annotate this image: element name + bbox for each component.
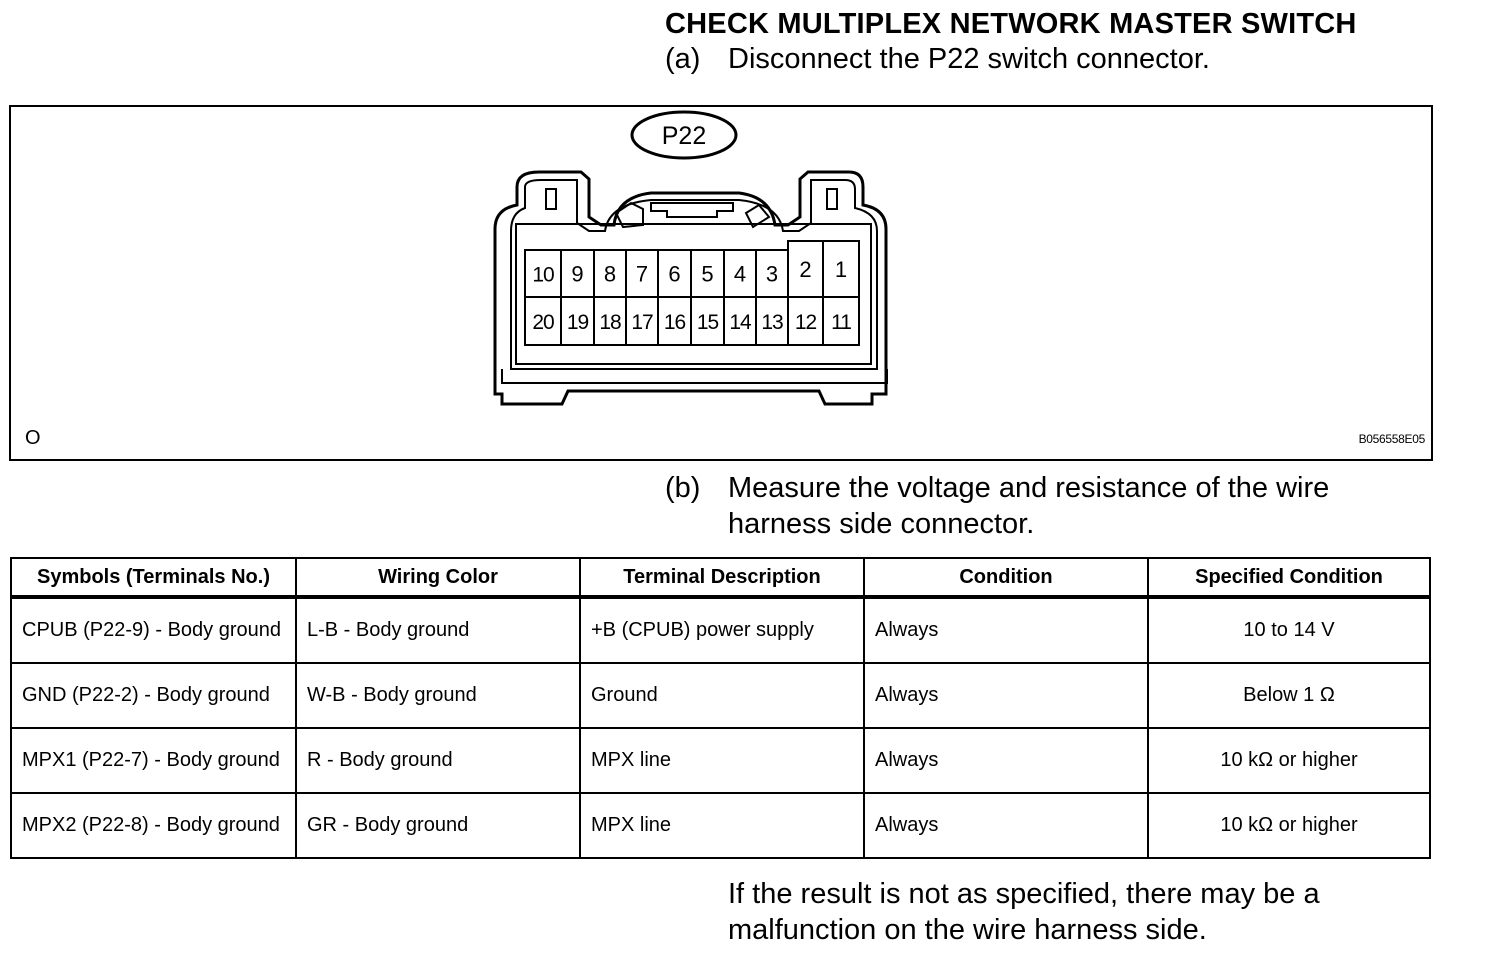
terminal-top-number: 1 bbox=[835, 257, 847, 282]
header-condition: Condition bbox=[863, 557, 1149, 599]
connector-label-ellipse bbox=[630, 110, 738, 160]
header-wiring-color: Wiring Color bbox=[295, 557, 581, 599]
terminal-bottom-cell bbox=[822, 296, 860, 346]
table-header-row: Symbols (Terminals No.) Wiring Color Ter… bbox=[10, 557, 1431, 599]
result-note-line1: If the result is not as specified, there… bbox=[728, 878, 1320, 910]
cell-description: Ground bbox=[579, 662, 865, 729]
terminal-top-number: 7 bbox=[636, 262, 648, 287]
table-row: GND (P22-2) - Body ground W-B - Body gro… bbox=[10, 662, 1431, 729]
step-a-text: Disconnect the P22 switch connector. bbox=[728, 43, 1210, 75]
terminal-bottom-number: 14 bbox=[729, 311, 752, 334]
terminal-bottom-number: 13 bbox=[761, 311, 783, 334]
connector-label: P22 bbox=[662, 122, 706, 150]
result-note-line2: malfunction on the wire harness side. bbox=[728, 914, 1207, 946]
terminal-top-number: 10 bbox=[532, 264, 554, 287]
cell-symbol: CPUB (P22-9) - Body ground bbox=[10, 596, 297, 664]
connector-foot bbox=[501, 369, 888, 384]
terminal-bottom-number: 20 bbox=[532, 311, 554, 334]
cell-symbol: MPX1 (P22-7) - Body ground bbox=[10, 727, 297, 794]
step-a-label: (a) bbox=[665, 43, 701, 75]
cell-wiring-color: W-B - Body ground bbox=[295, 662, 581, 729]
terminal-bottom-number: 15 bbox=[697, 311, 719, 334]
terminal-top-number: 4 bbox=[734, 262, 746, 287]
figure-code: B056558E05 bbox=[1358, 432, 1426, 446]
table-row: CPUB (P22-9) - Body ground L-B - Body gr… bbox=[10, 596, 1431, 664]
center-lock-bar bbox=[650, 202, 734, 218]
terminal-bottom-number: 16 bbox=[664, 311, 686, 334]
cell-specified: 10 to 14 V bbox=[1147, 596, 1431, 664]
step-b-label: (b) bbox=[665, 472, 701, 504]
page-title: CHECK MULTIPLEX NETWORK MASTER SWITCH bbox=[665, 8, 1357, 40]
inspection-table: Symbols (Terminals No.) Wiring Color Ter… bbox=[10, 557, 1431, 859]
terminal-top-number: 9 bbox=[571, 262, 583, 287]
cell-description: +B (CPUB) power supply bbox=[579, 596, 865, 664]
header-symbols: Symbols (Terminals No.) bbox=[10, 557, 297, 599]
cell-specified: 10 kΩ or higher bbox=[1147, 792, 1431, 859]
terminal-bottom-number: 18 bbox=[599, 311, 621, 334]
cell-condition: Always bbox=[863, 662, 1149, 729]
step-b-line2: harness side connector. bbox=[728, 508, 1035, 540]
cell-specified: Below 1 Ω bbox=[1147, 662, 1431, 729]
cell-wiring-color: R - Body ground bbox=[295, 727, 581, 794]
terminal-top-number: 5 bbox=[701, 262, 713, 287]
center-lock-left bbox=[614, 201, 644, 229]
connector-housing bbox=[493, 170, 888, 406]
terminal-bottom-number: 11 bbox=[831, 311, 851, 334]
step-b-line1: Measure the voltage and resistance of th… bbox=[728, 472, 1330, 504]
result-note: If the result is not as specified, there… bbox=[728, 876, 1428, 948]
terminal-bottom-number: 19 bbox=[567, 311, 589, 334]
cell-description: MPX line bbox=[579, 792, 865, 859]
terminal-top-number: 8 bbox=[604, 262, 616, 287]
step-a: (a) Disconnect the P22 switch connector. bbox=[665, 42, 1365, 78]
figure-corner-mark: O bbox=[25, 427, 41, 449]
terminal-top-number: 3 bbox=[766, 262, 778, 287]
step-b: (b) Measure the voltage and resistance o… bbox=[665, 471, 1425, 543]
terminal-bottom-number: 12 bbox=[795, 311, 817, 334]
table-row: MPX2 (P22-8) - Body ground GR - Body gro… bbox=[10, 792, 1431, 859]
cell-wiring-color: L-B - Body ground bbox=[295, 596, 581, 664]
cell-condition: Always bbox=[863, 792, 1149, 859]
cell-condition: Always bbox=[863, 596, 1149, 664]
cell-specified: 10 kΩ or higher bbox=[1147, 727, 1431, 794]
cell-condition: Always bbox=[863, 727, 1149, 794]
connector-inner-outline bbox=[510, 179, 878, 370]
header-terminal-description: Terminal Description bbox=[579, 557, 865, 599]
cell-wiring-color: GR - Body ground bbox=[295, 792, 581, 859]
cell-symbol: MPX2 (P22-8) - Body ground bbox=[10, 792, 297, 859]
cell-description: MPX line bbox=[579, 727, 865, 794]
terminal-cavity-frame bbox=[515, 223, 872, 365]
left-lock-nub bbox=[545, 188, 557, 210]
terminal-top-number: 6 bbox=[668, 262, 680, 287]
center-lock-right bbox=[744, 203, 771, 229]
terminal-bottom-number: 17 bbox=[631, 311, 653, 334]
table-row: MPX1 (P22-7) - Body ground R - Body grou… bbox=[10, 727, 1431, 794]
header-specified-condition: Specified Condition bbox=[1147, 557, 1431, 599]
cell-symbol: GND (P22-2) - Body ground bbox=[10, 662, 297, 729]
terminal-top-number: 2 bbox=[799, 257, 811, 282]
right-lock-nub bbox=[826, 188, 838, 210]
